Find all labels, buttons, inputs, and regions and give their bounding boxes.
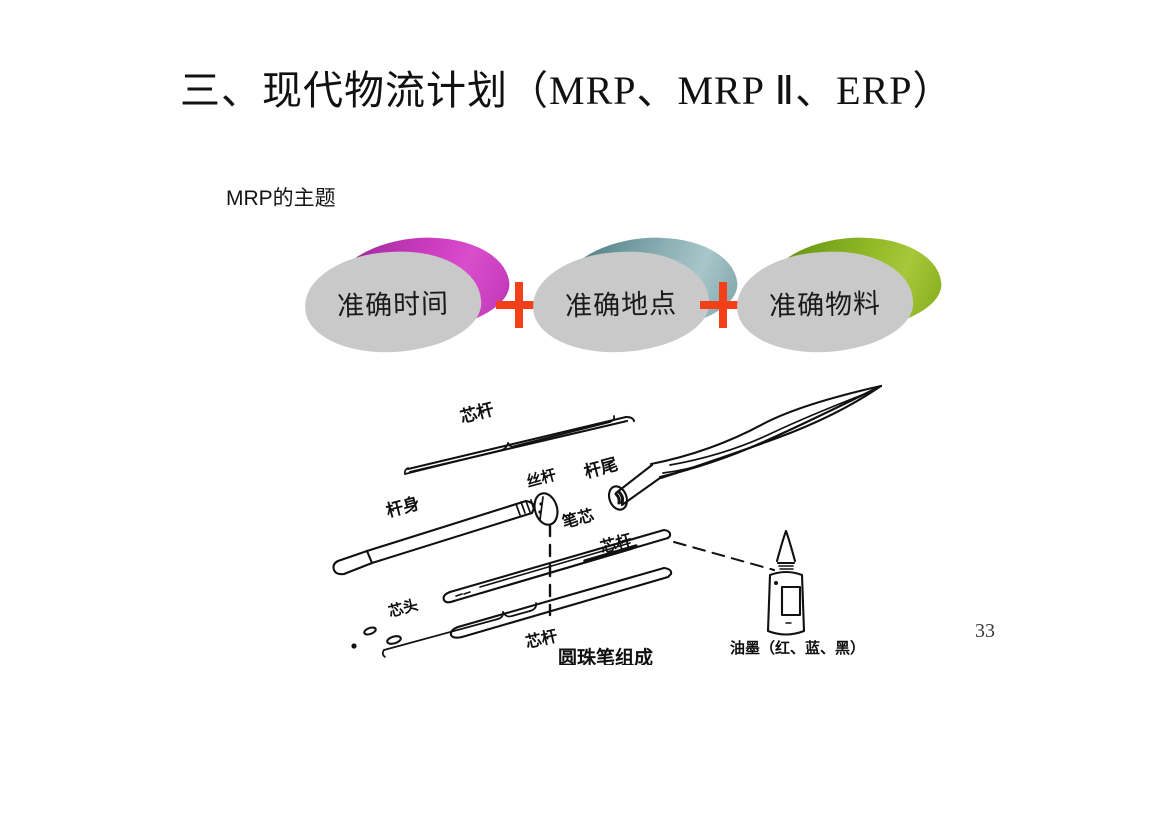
core-tip-part-b	[363, 626, 377, 636]
theme-item-accurate-time: 准确时间	[302, 229, 513, 358]
core-rod-top-brace-line-b	[514, 421, 611, 447]
ink-leader-dashed-line	[673, 541, 775, 571]
mrp-theme-group: 准确时间 准确地点 准确物料	[300, 229, 945, 363]
refill-left-tip	[442, 590, 456, 604]
theme-item-label: 准确时间	[336, 288, 450, 321]
label-core-rod-bottom: 芯杆	[524, 626, 559, 652]
refill-right-end	[662, 528, 672, 540]
label-barrel-tail: 杆尾	[582, 455, 620, 482]
theme-item-label: 准确地点	[564, 288, 678, 321]
bottom-brace-elbow-b	[502, 611, 513, 618]
plus-operator-icon-2	[700, 282, 746, 328]
core-rod-top-tip	[624, 415, 636, 423]
refill-ink-fill	[583, 544, 638, 563]
clip-outer-upper	[649, 384, 883, 466]
bottle-label-panel	[780, 585, 802, 617]
core-tip-ball	[351, 643, 357, 649]
washer-hole-b	[538, 510, 542, 514]
bottle-nozzle	[775, 529, 797, 563]
refill-ink-column-bottom	[481, 548, 633, 594]
barrel-nose-joint	[365, 549, 374, 565]
section-subheading: MRP的主题	[226, 187, 336, 210]
bottom-brace-left	[381, 649, 386, 658]
core-rod-bottom-right-end	[662, 566, 673, 579]
plus-bar-vertical	[719, 282, 727, 328]
core-rod-top-brace-line-a	[404, 449, 503, 475]
cap-tube-bottom	[620, 476, 662, 507]
label-core-rod: 芯杆	[598, 530, 634, 557]
core-tip-part-a	[386, 635, 402, 645]
page-number: 33	[975, 620, 995, 642]
core-rod-bottom-left-end	[449, 625, 464, 639]
barrel-thread-3	[525, 500, 531, 513]
clip-crease	[662, 462, 708, 474]
plus-bar-vertical	[515, 282, 523, 328]
page-title: 三、现代物流计划（MRP、MRP Ⅱ、ERP）	[180, 68, 954, 113]
bottle-body	[766, 570, 806, 636]
refill-tip-mark-2	[463, 591, 471, 595]
barrel-thread-2	[520, 501, 526, 514]
label-barrel-body: 杆身	[384, 493, 422, 521]
cap-mouth-shade-b	[617, 490, 625, 505]
plus-operator-icon-1	[496, 282, 542, 328]
barrel-bottom-line	[370, 511, 534, 565]
barrel-top-line	[365, 499, 528, 553]
ballpoint-pen-diagram: 芯杆 杆尾 丝杆 杆身 笔芯 芯杆 芯头 芯杆 油墨（红、蓝、黑） 圆珠笔组成	[330, 365, 905, 665]
core-rod-bottom-top-line	[456, 566, 666, 629]
label-ink: 油墨（红、蓝、黑）	[730, 639, 865, 657]
barrel-thread-4	[530, 499, 535, 511]
refill-tip-mark-1	[455, 593, 463, 597]
clip-inner-upper	[669, 392, 868, 466]
theme-item-label: 准确物料	[768, 288, 882, 321]
label-core-rod-top: 芯杆	[458, 399, 496, 427]
barrel-nose-bottom	[342, 561, 374, 576]
label-refill: 笔芯	[560, 505, 596, 532]
bottom-brace-right	[529, 602, 537, 612]
barrel-thread-1	[515, 503, 521, 516]
barrel-nose-cap	[332, 559, 346, 576]
washer-inner-line	[539, 496, 544, 521]
washer-outline	[533, 492, 559, 526]
refill-ink-column-top	[479, 542, 631, 588]
theme-item-accurate-material: 准确物料	[734, 229, 945, 358]
cap-mouth-ellipse	[607, 485, 629, 511]
bottom-brace-line-a	[383, 618, 499, 651]
core-rod-top-brace-right	[609, 415, 616, 423]
cap-mouth-shade-a	[614, 492, 621, 505]
bottom-brace-line-b	[511, 610, 531, 617]
washer-hole-a	[539, 502, 543, 506]
label-core-tip: 芯头	[386, 596, 420, 621]
refill-top-line	[448, 528, 666, 594]
core-rod-top-line-upper	[406, 415, 628, 471]
diagram-caption: 圆珠笔组成	[558, 646, 653, 665]
core-rod-bottom-bottom-line	[460, 575, 670, 639]
label-washer: 丝杆	[524, 466, 558, 491]
barrel-nose-top	[336, 549, 369, 563]
bottle-body-dot	[774, 581, 778, 585]
